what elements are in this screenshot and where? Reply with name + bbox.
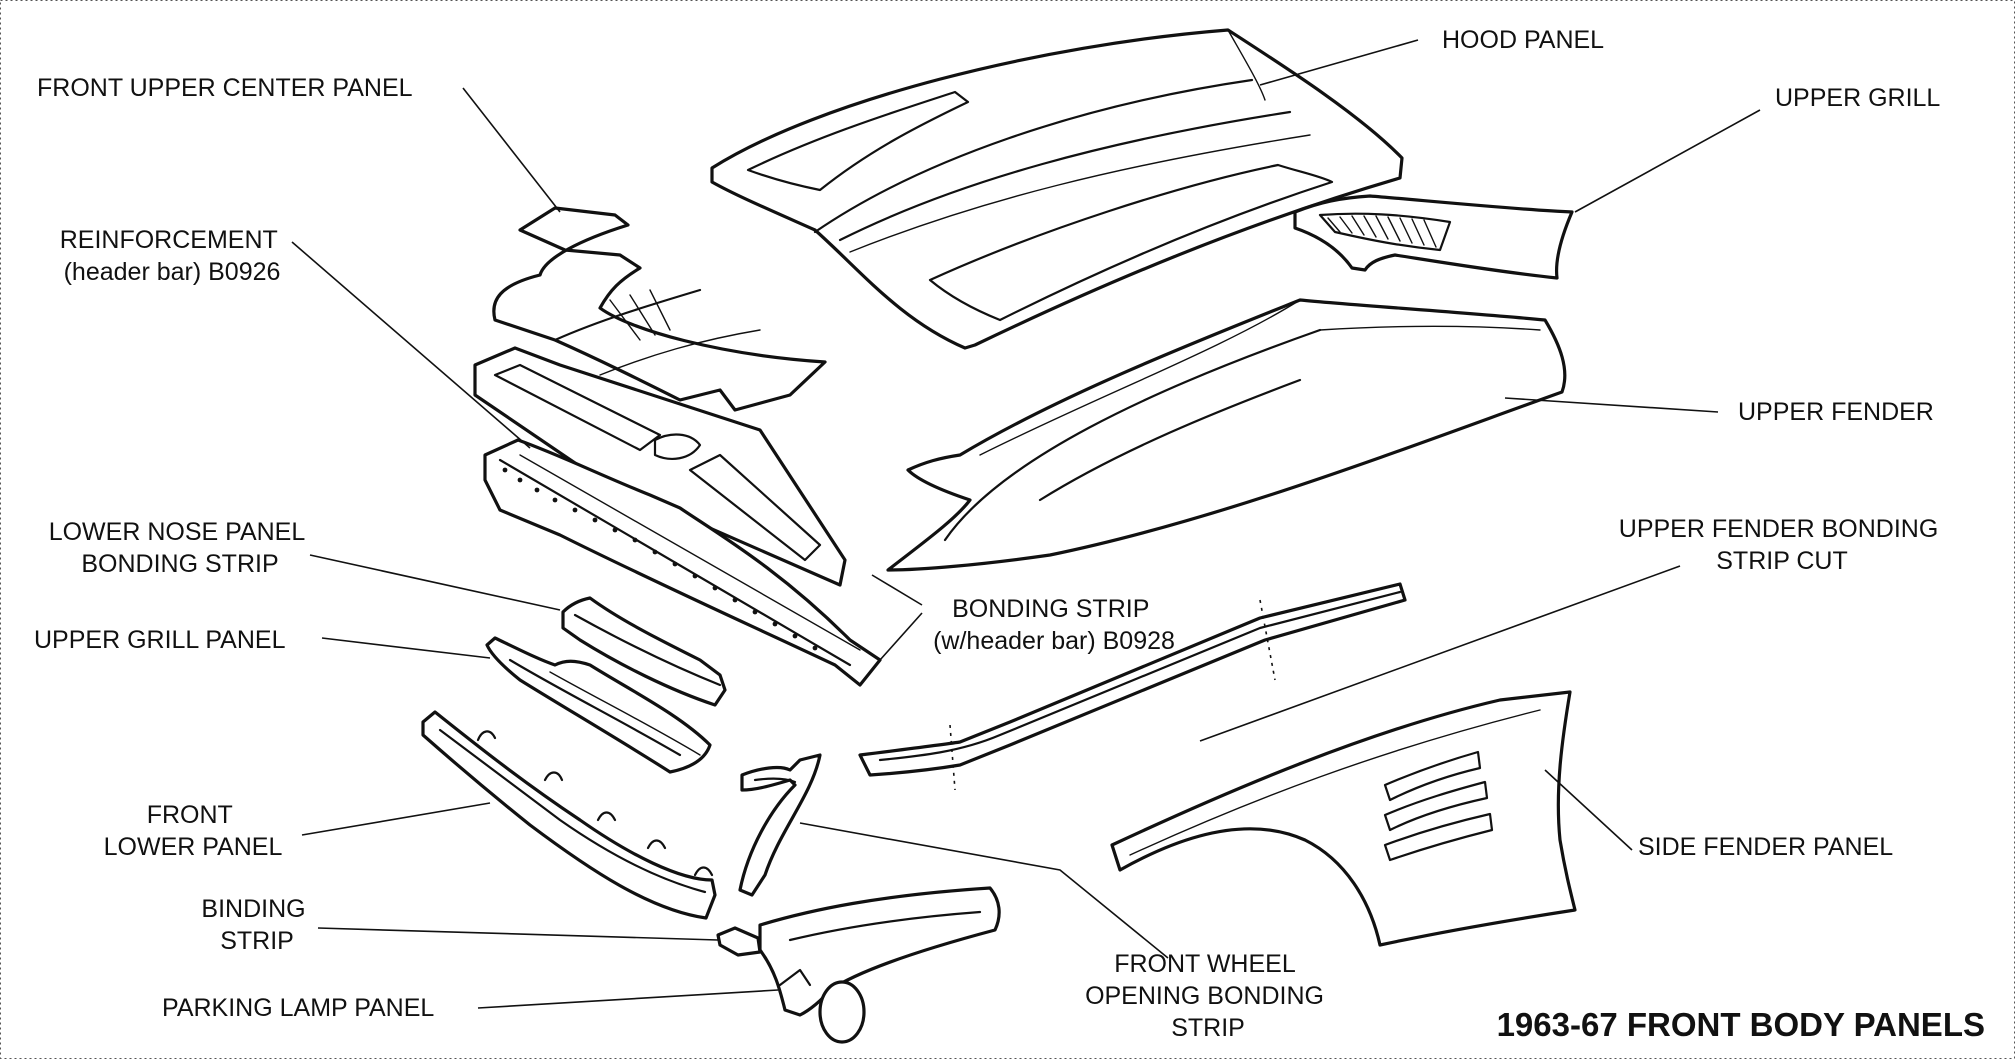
label-upper-grill-panel: UPPER GRILL PANEL	[34, 626, 286, 654]
binding-strip-part	[716, 926, 762, 957]
upper-fender-part	[886, 298, 1567, 572]
label-parking-lamp-panel: PARKING LAMP PANEL	[162, 994, 434, 1022]
upper-fender-bonding-strip-cut-part	[858, 582, 1407, 791]
label-upper-fender: UPPER FENDER	[1738, 398, 1934, 426]
leader-binding-strip	[317, 927, 719, 941]
label-side-fender-panel: SIDE FENDER PANEL	[1638, 833, 1893, 861]
side-fender-panel-part	[1110, 690, 1577, 947]
bonding-strip-holes	[502, 467, 818, 651]
label-bonding-strip-header-bar: BONDING STRIP (w/header bar) B0928	[933, 595, 1175, 655]
upper-grill-panel-part	[485, 636, 712, 774]
diagram-title: 1963-67 FRONT BODY PANELS	[1497, 1006, 1985, 1043]
label-front-wheel-opening-bonding-strip: FRONT WHEEL OPENING BONDING STRIP	[1085, 950, 1331, 1042]
label-front-upper-center-panel: FRONT UPPER CENTER PANEL	[37, 74, 413, 102]
label-binding-strip: BINDING STRIP	[201, 895, 312, 955]
leader-front-wheel-opening-bonding-strip	[799, 822, 1169, 959]
parking-lamp-panel-part	[758, 886, 1001, 1044]
lower-nose-panel-bonding-strip-part	[561, 596, 727, 707]
label-front-lower-panel: FRONT LOWER PANEL	[104, 801, 283, 861]
leader-lower-nose-panel	[309, 554, 561, 611]
leader-lines	[291, 39, 1761, 1009]
reinforcement-part	[473, 346, 847, 587]
front-lower-panel-part	[421, 710, 717, 920]
leader-front-lower-panel	[301, 802, 491, 836]
bonding-strip-header-bar-part	[483, 438, 882, 687]
label-upper-grill: UPPER GRILL	[1775, 84, 1940, 112]
front-wheel-opening-bonding-strip-part	[738, 753, 822, 897]
upper-grill-part	[1293, 194, 1574, 280]
leader-hood-panel	[1259, 39, 1419, 86]
leader-bonding-strip-upper	[871, 574, 923, 606]
label-reinforcement: REINFORCEMENT (header bar) B0926	[60, 226, 285, 286]
leader-front-upper-center-panel	[462, 87, 561, 213]
leader-side-fender-panel	[1544, 769, 1633, 851]
leader-upper-fender	[1504, 397, 1719, 413]
leader-reinforcement	[291, 241, 531, 449]
leader-upper-fender-bonding-strip-cut	[1199, 565, 1681, 742]
label-lower-nose-panel-bonding-strip: LOWER NOSE PANEL BONDING STRIP	[49, 518, 312, 578]
front-upper-center-panel-part	[492, 206, 827, 412]
leader-upper-grill	[1574, 109, 1761, 213]
leader-parking-lamp-panel	[477, 989, 779, 1009]
leader-bonding-strip-lower	[879, 612, 923, 661]
leader-upper-grill-panel	[321, 637, 491, 659]
label-hood-panel: HOOD PANEL	[1442, 26, 1604, 54]
label-upper-fender-bonding-strip-cut: UPPER FENDER BONDING STRIP CUT	[1619, 515, 1945, 575]
